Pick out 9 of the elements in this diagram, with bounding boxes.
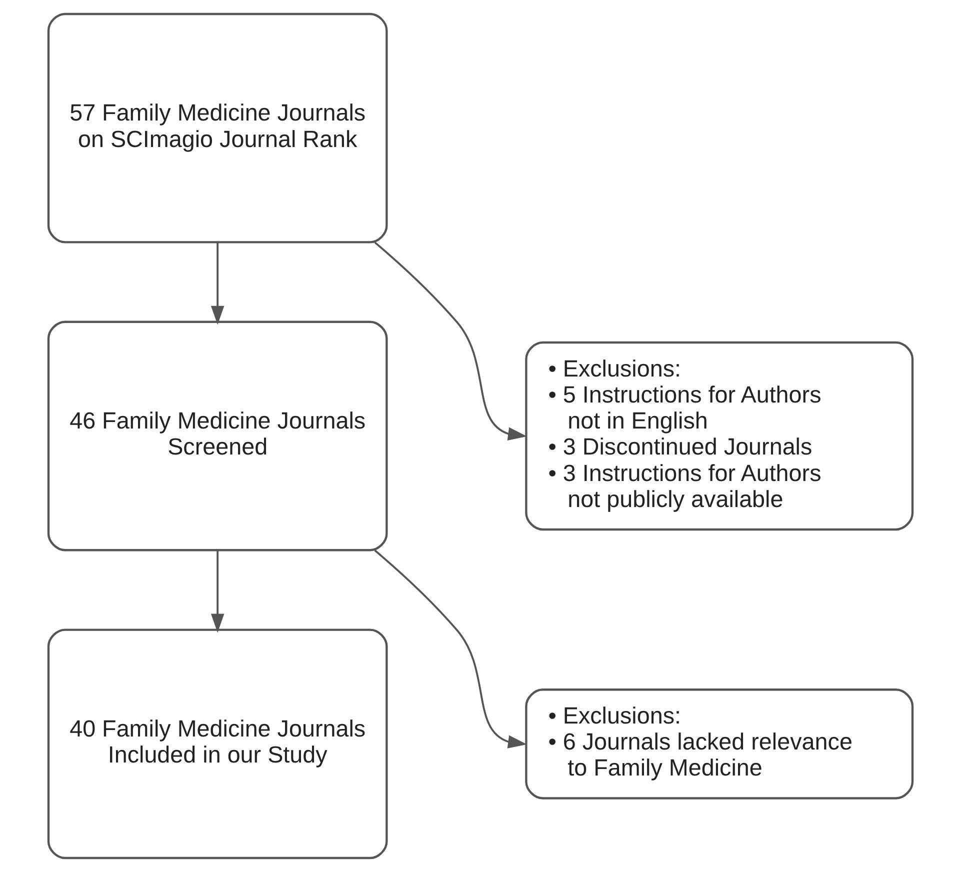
arrow <box>374 550 527 748</box>
node-box: • Exclusions: • 6 Journals lacked relevance to Family Medicine <box>524 688 914 800</box>
arrow <box>374 242 527 440</box>
node-box: 40 Family Medicine Journals Included in our Study <box>46 628 388 860</box>
node-box: 57 Family Medicine Journals on SCImagio Journal Rank <box>46 12 388 244</box>
node-box: 46 Family Medicine Journals Screened <box>46 320 388 552</box>
arrow <box>210 242 224 325</box>
arrow <box>210 550 224 633</box>
node-box: • Exclusions: • 5 Instructions for Authors not in English • 3 Discontinued Journals • 3 Instructions for Authors not publicly available <box>524 341 914 531</box>
